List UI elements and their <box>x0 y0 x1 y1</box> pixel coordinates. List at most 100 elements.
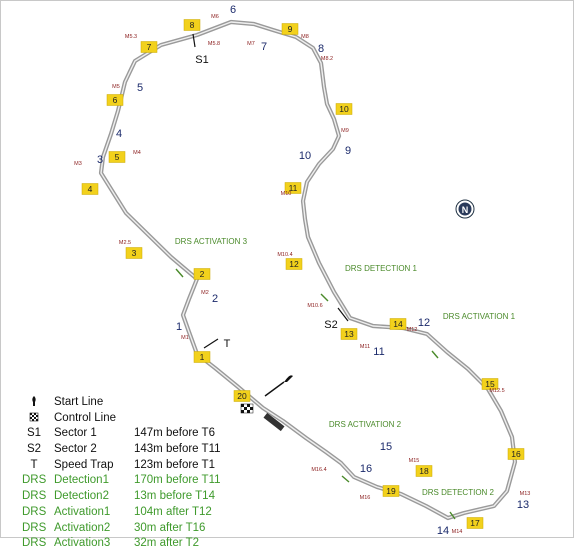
legend-row-drs-activation-3: DRS Activation3 32m after T2 <box>22 536 282 552</box>
turn-number-15: 15 <box>380 441 392 453</box>
legend-name: Speed Trap <box>54 458 114 471</box>
legend-row-drs-activation-1: DRS Activation1 104m after T12 <box>22 505 282 521</box>
legend-name: Detection2 <box>54 490 109 503</box>
legend-value: 170m before T11 <box>134 474 221 487</box>
turn-box-label-14: 14 <box>393 319 403 329</box>
marker-M1: M1 <box>181 335 189 341</box>
marker-M12-5: M12.5 <box>489 388 504 394</box>
turn-box-3 <box>125 247 143 259</box>
legend-name: Control Line <box>54 411 117 424</box>
start-line-icon <box>284 375 293 382</box>
marker-M7: M7 <box>247 41 255 47</box>
legend-row-speed-trap: T Speed Trap 123m before T1 <box>22 458 282 474</box>
turn-box-label-18: 18 <box>419 466 429 476</box>
turn-box-12 <box>285 258 303 270</box>
turn-box-9 <box>281 23 299 35</box>
turn-box-17 <box>466 517 484 529</box>
drs-zone-line <box>431 350 439 359</box>
legend-name: Activation3 <box>54 537 111 550</box>
turn-box-label-5: 5 <box>115 152 120 162</box>
legend-name: Sector 1 <box>54 427 97 440</box>
turn-number-9: 9 <box>345 145 351 157</box>
turn-box-label-10: 10 <box>339 104 349 114</box>
turn-number-7: 7 <box>261 41 267 53</box>
turn-box-7 <box>140 41 158 53</box>
marker-M13: M13 <box>520 491 531 497</box>
turn-box-19 <box>382 485 400 497</box>
marker-M11: M11 <box>360 344 370 350</box>
turn-number-3: 3 <box>97 154 103 166</box>
sector-line <box>192 33 196 48</box>
control-line-check <box>241 410 244 413</box>
turn-number-6: 6 <box>230 4 236 16</box>
marker-M10: M10 <box>281 191 292 197</box>
turn-box-label-16: 16 <box>511 449 521 459</box>
compass-label: N <box>462 205 469 215</box>
turn-box-10 <box>335 103 353 115</box>
legend-value: 32m after T2 <box>134 537 199 550</box>
marker-M5-3: M5.3 <box>125 34 137 40</box>
pit-car-icon <box>263 412 285 432</box>
control-line-frame <box>240 403 254 414</box>
marker-M3: M3 <box>74 161 82 167</box>
marker-M2: M2 <box>201 290 209 296</box>
turn-box-15 <box>481 378 499 390</box>
legend-symbol: DRS <box>22 537 47 550</box>
turn-number-2: 2 <box>212 293 218 305</box>
marker-M8-2: M8.2 <box>321 56 333 62</box>
turn-box-label-3: 3 <box>132 248 137 258</box>
turn-number-4: 4 <box>116 128 122 140</box>
drs-zone-line <box>320 293 329 302</box>
turn-box-label-4: 4 <box>88 184 93 194</box>
marker-M10-4: M10.4 <box>277 252 292 258</box>
turn-box-4 <box>81 183 99 195</box>
turn-box-label-9: 9 <box>288 24 293 34</box>
start-line-icon <box>22 395 46 413</box>
legend-symbol: DRS <box>22 490 47 503</box>
turn-box-label-15: 15 <box>485 379 495 389</box>
legend-symbol: S2 <box>26 443 42 456</box>
turn-box-label-13: 13 <box>344 329 354 339</box>
turn-number-13: 13 <box>517 499 529 511</box>
legend-value: 104m after T12 <box>134 505 212 518</box>
marker-M4: M4 <box>133 150 141 156</box>
sector-line <box>337 307 349 322</box>
turn-number-16: 16 <box>360 463 372 475</box>
legend-symbol: S1 <box>26 427 42 440</box>
turn-number-8: 8 <box>318 43 324 55</box>
legend-row-control-line: Control Line <box>22 411 282 427</box>
turn-box-8 <box>183 19 201 31</box>
control-line-icon <box>22 411 46 429</box>
turn-box-label-2: 2 <box>200 269 205 279</box>
legend-symbol: DRS <box>22 474 47 487</box>
turn-number-11: 11 <box>373 346 384 358</box>
legend-row-start-line: Start Line <box>22 395 282 411</box>
marker-M2-5: M2.5 <box>119 240 131 246</box>
drs-zone-line <box>449 511 456 520</box>
drs-zone-label: DRS ACTIVATION 3 <box>175 237 248 246</box>
legend-row-drs-activation-2: DRS Activation2 30m after T16 <box>22 521 282 537</box>
legend-row-drs-detection-1: DRS Detection1 170m before T11 <box>22 473 282 489</box>
marker-M16: M16 <box>360 495 371 501</box>
start-line <box>264 381 285 397</box>
legend-value: 13m before T14 <box>134 490 215 503</box>
control-line-check <box>241 404 244 407</box>
marker-M10-6: M10.6 <box>307 303 322 309</box>
legend-row-sector-1: S1 Sector 1 147m before T6 <box>22 426 282 442</box>
turn-box-label-17: 17 <box>470 518 480 528</box>
marker-M12: M12 <box>407 327 418 333</box>
turn-box-14 <box>389 318 407 330</box>
turn-box-2 <box>193 268 211 280</box>
turn-box-label-11: 11 <box>289 183 298 193</box>
turn-box-11 <box>284 182 302 194</box>
turn-box-1 <box>193 351 211 363</box>
drs-zone-label: DRS DETECTION 2 <box>422 488 495 497</box>
legend-name: Start Line <box>54 396 104 408</box>
speed-trap-line <box>203 338 219 349</box>
marker-M8: M8 <box>301 34 309 40</box>
legend-symbol: DRS <box>22 521 47 534</box>
legend-value: 30m after T16 <box>134 521 206 534</box>
control-line-check <box>247 410 250 413</box>
